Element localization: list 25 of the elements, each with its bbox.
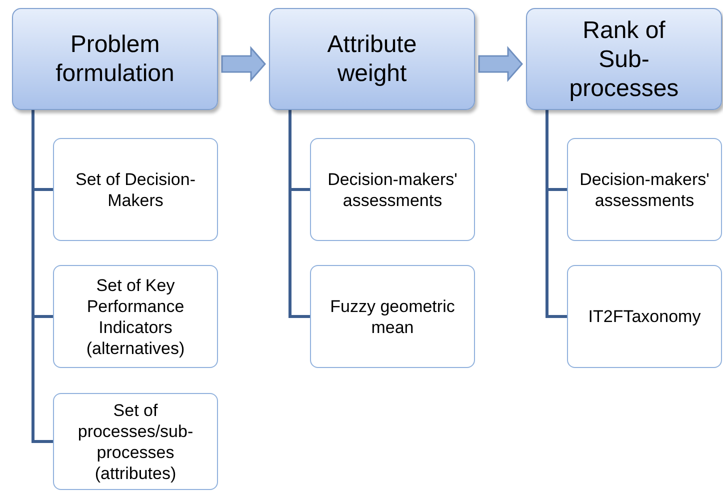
connector-line (288, 110, 310, 318)
step-box (53, 393, 218, 490)
step-box (567, 265, 722, 368)
stage-box (12, 8, 218, 110)
box-label: IT2FTaxonomy (588, 306, 701, 327)
box-label: Set of processes/sub-processes (attributes) (76, 400, 194, 484)
step-box (53, 138, 218, 241)
connector-line (546, 110, 567, 318)
step-box (53, 265, 218, 368)
connector-line (32, 110, 53, 443)
step-box (310, 265, 475, 368)
stage-box (526, 8, 722, 110)
box-label: Fuzzy geometric mean (329, 296, 456, 338)
step-box (567, 138, 722, 241)
block-arrow (478, 46, 523, 82)
stage-box (269, 8, 475, 110)
box-label: Set of Decision-Makers (74, 168, 196, 210)
box-label: Set of Key Performance Indicators (alternatives) (85, 274, 186, 358)
box-label: Decision-makers' assessments (326, 168, 458, 210)
box-label: Rank of Sub-processes (568, 16, 680, 102)
box-label: Problem formulation (54, 30, 176, 88)
step-box (310, 138, 475, 241)
box-label: Attribute weight (326, 30, 418, 88)
box-label: Decision-makers' assessments (578, 168, 710, 210)
block-arrow (221, 46, 266, 82)
